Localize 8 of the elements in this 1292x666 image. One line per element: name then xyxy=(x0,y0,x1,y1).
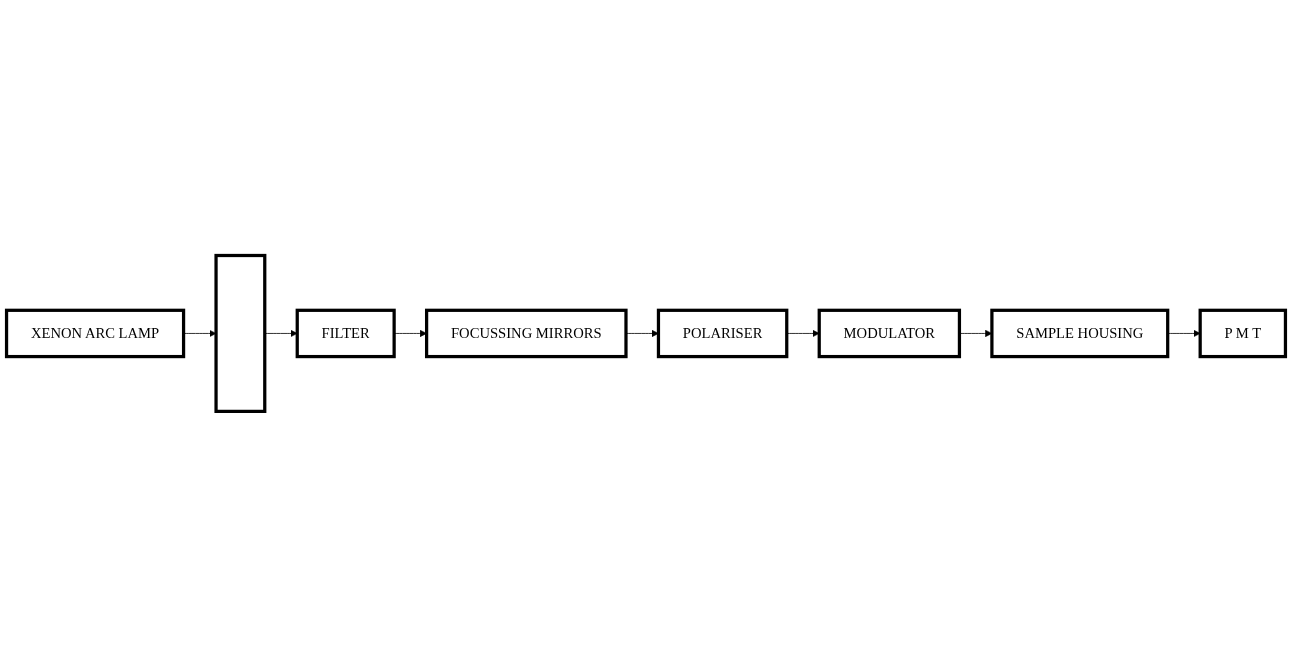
node-box: MODULATOR xyxy=(817,308,962,358)
node-box: FOCUSSING MIRRORS xyxy=(425,308,628,358)
node-box: POLARISER xyxy=(656,308,789,358)
node-box: P M T xyxy=(1198,308,1288,358)
node-box: FILTER xyxy=(295,308,396,358)
node-box: XENON ARC LAMP xyxy=(4,308,186,358)
node-box: SAMPLE HOUSING xyxy=(990,308,1170,358)
node-box xyxy=(214,253,267,413)
